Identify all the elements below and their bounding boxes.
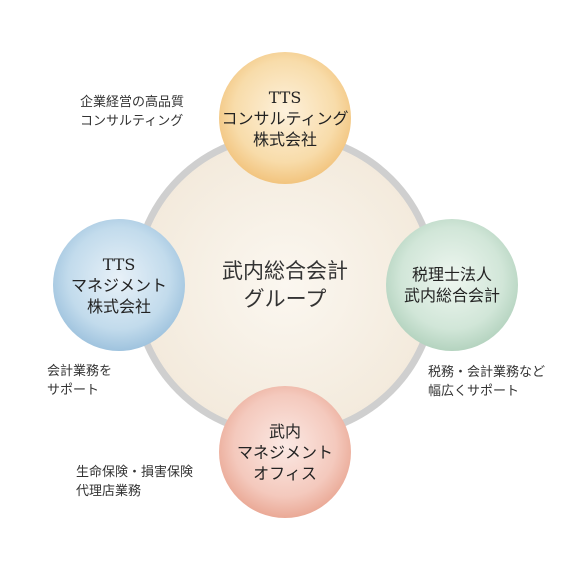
node-bottom-label: 武内 マネジメント オフィス	[215, 412, 355, 492]
node-top-line1: TTS	[268, 87, 302, 107]
center-label: 武内総合会計 グループ	[185, 255, 385, 315]
node-right-line1: 税理士法人	[411, 265, 492, 284]
node-left-circle	[53, 219, 185, 351]
node-left-line3: 株式会社	[86, 296, 151, 316]
note-right: 税務・会計業務など 幅広くサポート	[428, 363, 545, 401]
note-bottom: 生命保険・損害保険 代理店業務	[76, 463, 193, 501]
note-top: 企業経営の高品質 コンサルティング	[80, 93, 184, 131]
note-top-line1: 企業経営の高品質	[80, 95, 185, 110]
note-left: 会計業務を サポート	[47, 362, 112, 400]
node-bottom-line1: 武内	[268, 421, 301, 441]
node-bottom-line3: オフィス	[253, 463, 317, 483]
center-label-line2: グループ	[243, 287, 327, 311]
node-top-circle	[219, 52, 351, 184]
node-bottom-circle	[219, 386, 351, 518]
note-top-line2: コンサルティング	[80, 114, 184, 129]
node-top-line2: コンサルティング	[221, 108, 349, 128]
node-left-label: TTS マネジメント 株式会社	[49, 245, 189, 325]
node-bottom-line2: マネジメント	[236, 442, 333, 462]
note-bottom-line2: 代理店業務	[76, 484, 142, 499]
note-right-line1: 税務・会計業務など	[428, 365, 546, 380]
node-left-line2: マネジメント	[70, 275, 167, 295]
node-right-line2: 武内総合会計	[403, 286, 500, 305]
center-label-line1: 武内総合会計	[222, 259, 348, 283]
note-left-line1: 会計業務を	[47, 364, 113, 379]
node-top-line3: 株式会社	[252, 129, 317, 149]
node-right-circle	[386, 219, 518, 351]
node-right-label: 税理士法人 武内総合会計	[382, 255, 522, 315]
note-left-line2: サポート	[47, 383, 100, 398]
node-left-line1: TTS	[102, 254, 136, 274]
note-bottom-line1: 生命保険・損害保険	[76, 465, 194, 480]
note-right-line2: 幅広くサポート	[428, 384, 520, 399]
node-top-label: TTS コンサルティング 株式会社	[215, 78, 355, 158]
